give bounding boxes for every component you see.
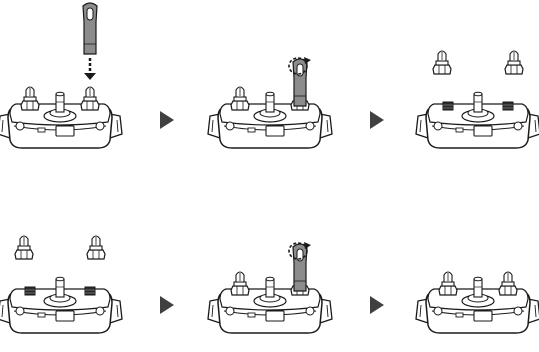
step-panel-2-1 [0, 236, 122, 333]
screw-left [16, 122, 24, 130]
contact-point-left [21, 87, 39, 110]
receiver-collar [208, 277, 332, 333]
label-window [266, 311, 284, 321]
screw-right [306, 307, 314, 315]
tool-slot [87, 8, 93, 20]
contact-point-right [499, 272, 517, 295]
contact-post-left [25, 287, 35, 295]
receiver-collar [416, 92, 539, 148]
contact-point-right-loose [87, 236, 105, 259]
contact-point-left [439, 272, 457, 295]
antenna-post [56, 94, 64, 112]
screw-left [226, 307, 234, 315]
contact-point-left [231, 87, 249, 110]
indicator-light [248, 128, 255, 132]
indicator-light [456, 128, 463, 132]
label-window [474, 126, 492, 136]
antenna-post [474, 94, 482, 112]
step-panel-1-2 [208, 57, 332, 148]
contact-point-left-loose [15, 236, 33, 259]
screw-left [16, 307, 24, 315]
diagram-row-2 [0, 236, 539, 333]
label-window [56, 311, 74, 321]
step-arrow [370, 296, 384, 314]
receiver-collar [208, 92, 332, 148]
receiver-collar [416, 277, 539, 333]
indicator-light [248, 313, 255, 317]
antenna-post [266, 94, 274, 112]
screw-right [96, 307, 104, 315]
contact-tool [83, 3, 97, 54]
screw-right [514, 122, 522, 130]
screw-left [226, 122, 234, 130]
contact-post-right [503, 102, 513, 110]
receiver-collar [0, 277, 122, 333]
antenna-post [266, 279, 274, 297]
contact-point-left-loose [433, 51, 451, 74]
step-arrow [160, 111, 174, 129]
antenna-post [56, 279, 64, 297]
contact-post-left [443, 102, 453, 110]
screw-left [434, 307, 442, 315]
indicator-light [38, 128, 45, 132]
receiver-collar [0, 92, 122, 148]
step-panel-2-3 [416, 272, 539, 333]
step-panel-1-1 [0, 3, 122, 148]
label-window [266, 126, 284, 136]
label-window [56, 126, 74, 136]
contact-tool [293, 59, 307, 106]
antenna-post [474, 279, 482, 297]
indicator-light [456, 313, 463, 317]
step-panel-1-3 [416, 51, 539, 148]
step-arrow [160, 296, 174, 314]
contact-point-left [231, 272, 249, 295]
label-window [474, 311, 492, 321]
diagram-row-1 [0, 3, 539, 148]
screw-left [434, 122, 442, 130]
screw-right [306, 122, 314, 130]
step-arrow [370, 111, 384, 129]
screw-right [514, 307, 522, 315]
contact-post-right [85, 287, 95, 295]
contact-tool [293, 244, 307, 291]
contact-point-right-loose [505, 51, 523, 74]
indicator-light [38, 313, 45, 317]
contact-point-right [81, 87, 99, 110]
insert-arrow [84, 58, 96, 80]
step-panel-2-2 [208, 242, 332, 333]
screw-right [96, 122, 104, 130]
